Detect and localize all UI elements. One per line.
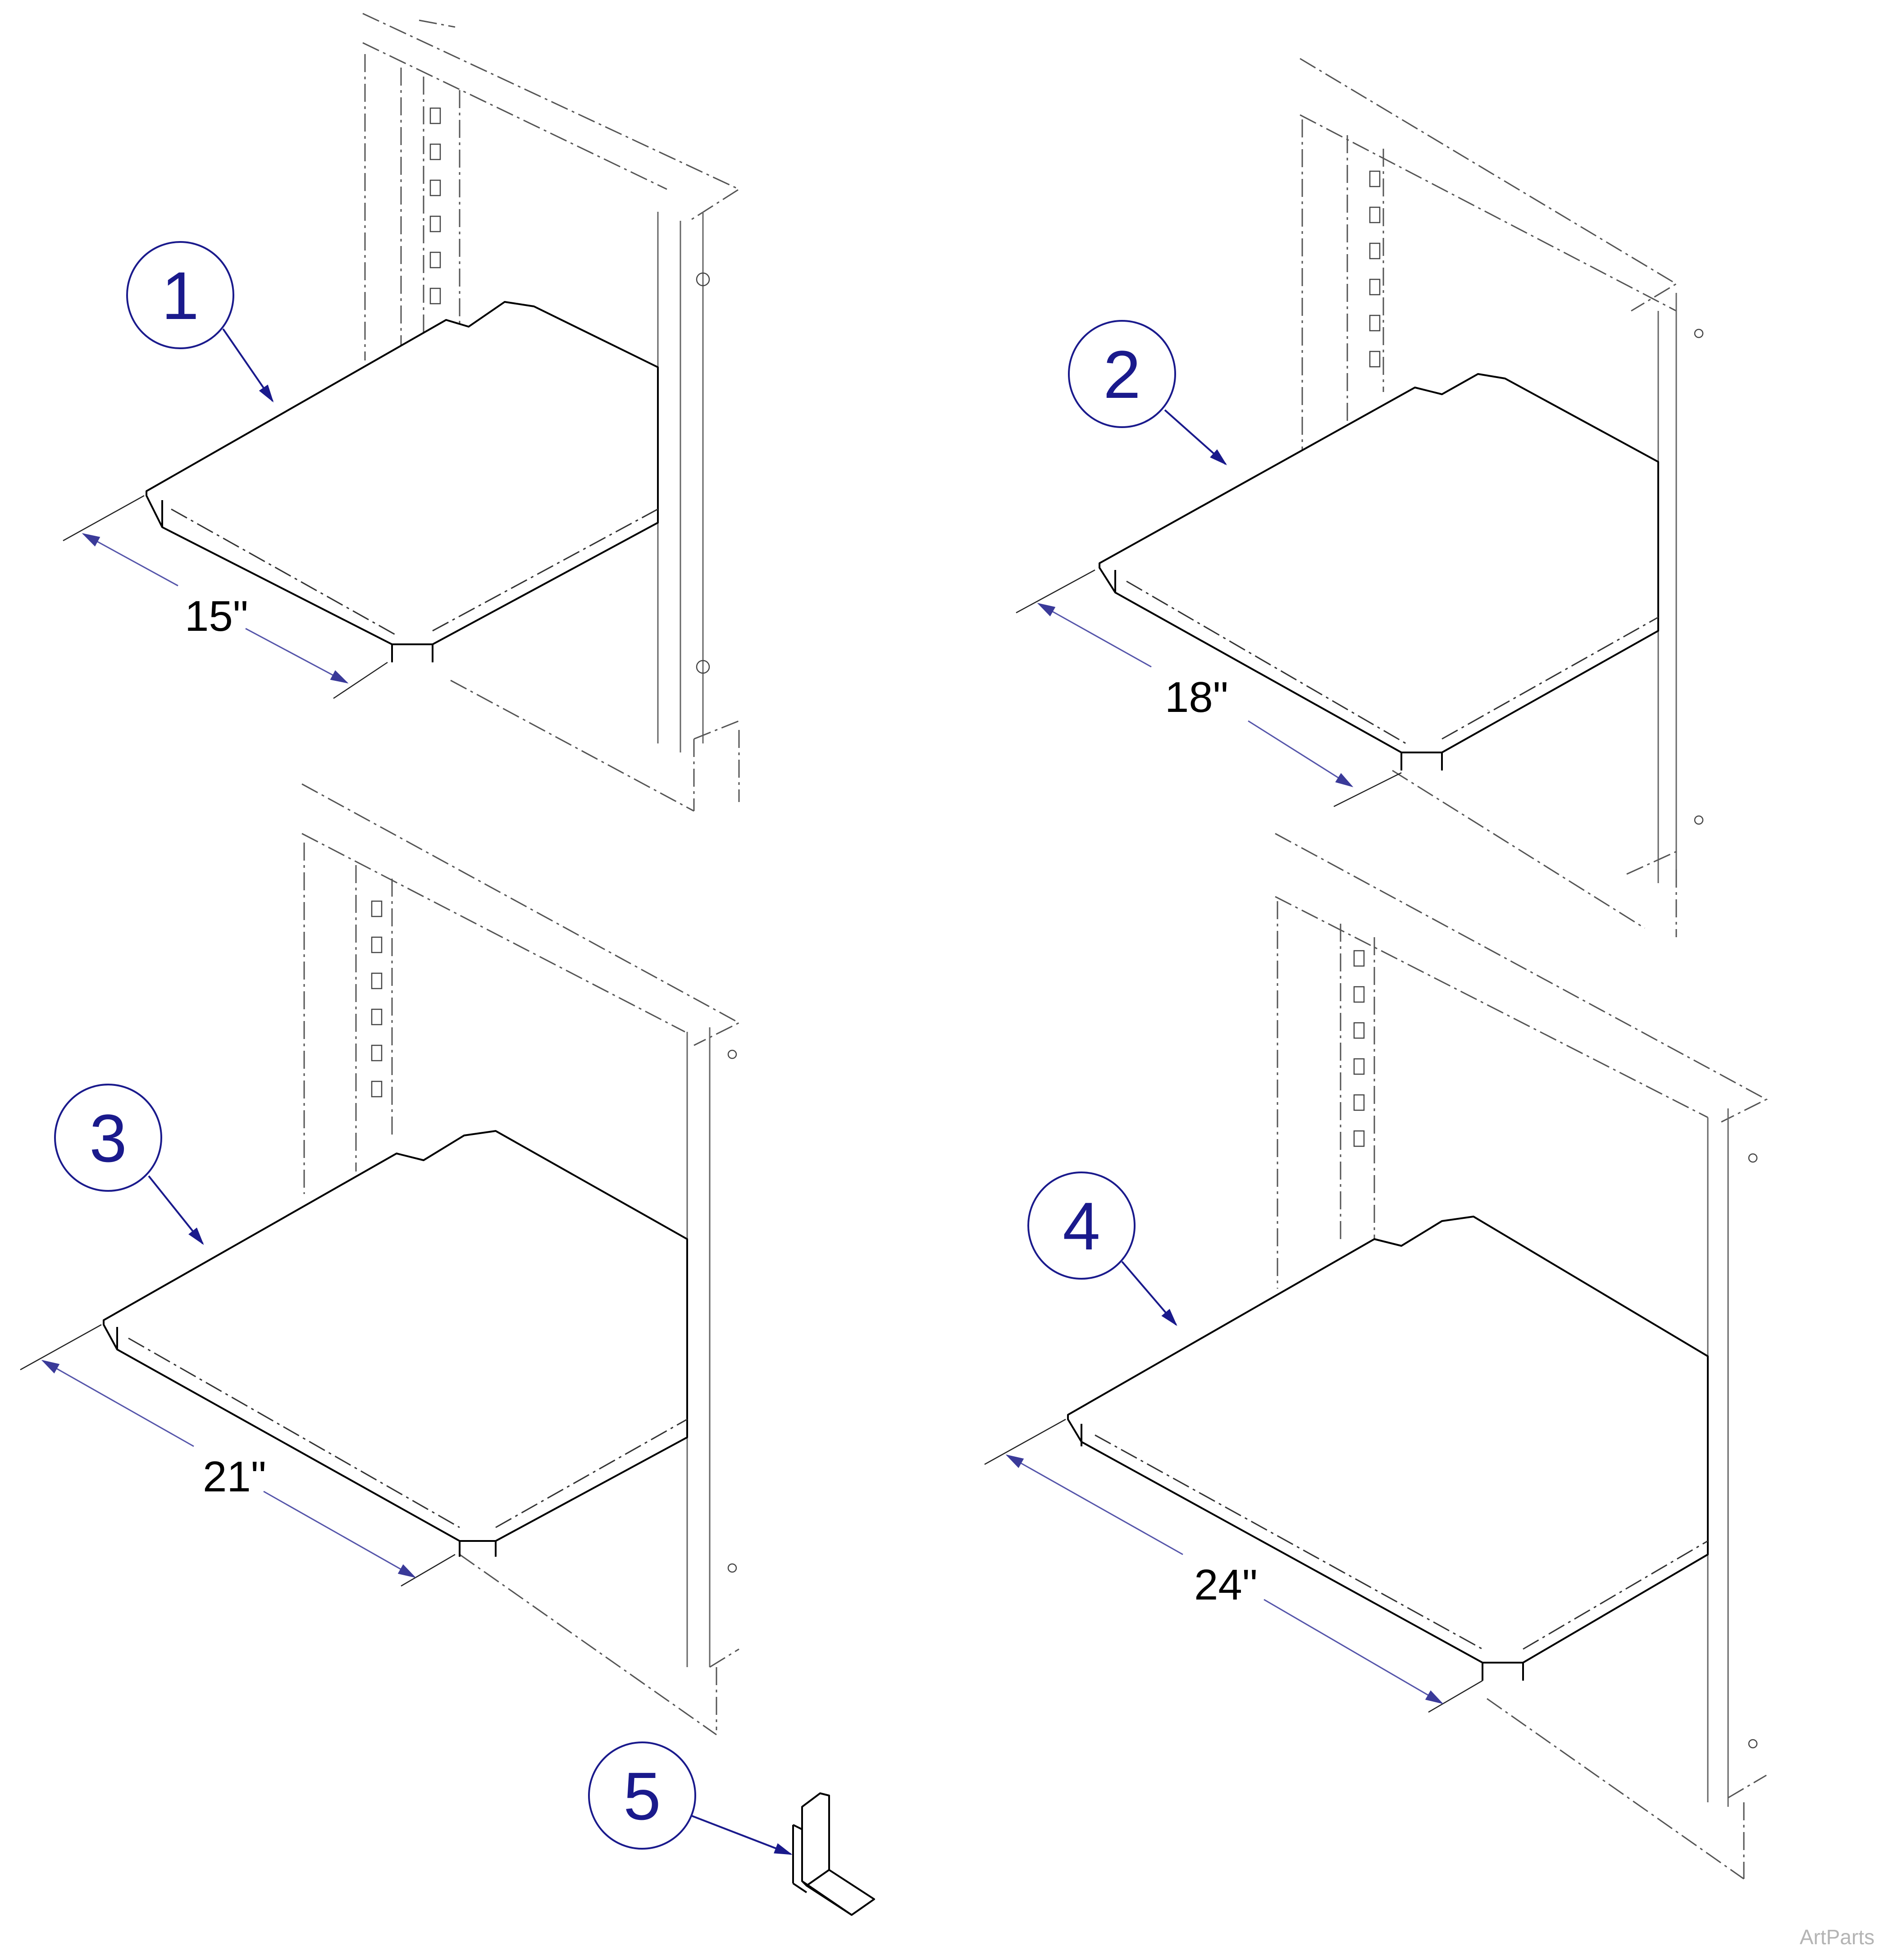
callout-number-5: 5 [623,1758,661,1834]
callout-number-1: 1 [161,258,199,333]
dimension-15in: 15" [63,495,388,699]
callout-number-3: 3 [89,1100,127,1176]
shelf-2 [1099,373,1659,770]
dimension-label-21: 21" [203,1453,266,1501]
shelf-assembly-1: 15" 1 [63,13,741,812]
callout-number-4: 4 [1063,1188,1100,1264]
shelf-clip-assembly-5: 5 [588,1741,875,1916]
dimension-label-18: 18" [1165,673,1228,721]
shelf-4 [1067,1216,1709,1681]
callout-number-2: 2 [1103,337,1140,412]
callout-5: 5 [588,1741,793,1855]
dimension-24in: 24" [984,1418,1483,1713]
callout-1: 1 [126,241,274,403]
callout-2: 2 [1068,320,1227,465]
shelf-assembly-4: 24" 4 [984,833,1768,1880]
shelf-1 [146,301,659,662]
cabinet-frame-2 [1300,58,1704,937]
dimension-21in: 21" [20,1324,456,1587]
artparts-watermark: ArtParts [1800,1925,1875,1949]
dimension-18in: 18" [1016,569,1402,807]
shelf-assembly-2: 18" 2 [1016,58,1704,937]
shelf-clip-5 [792,1792,875,1916]
callout-4: 4 [1027,1171,1177,1326]
cabinet-frame-4 [1275,833,1768,1880]
cabinet-frame-1 [362,13,741,812]
dimension-label-24: 24" [1194,1561,1258,1609]
callout-3: 3 [54,1084,204,1245]
shelf-assembly-3: 21" 3 [20,783,741,1736]
shelf-3 [103,1130,688,1557]
dimension-label-15: 15" [185,592,248,640]
cabinet-frame-3 [301,783,741,1736]
